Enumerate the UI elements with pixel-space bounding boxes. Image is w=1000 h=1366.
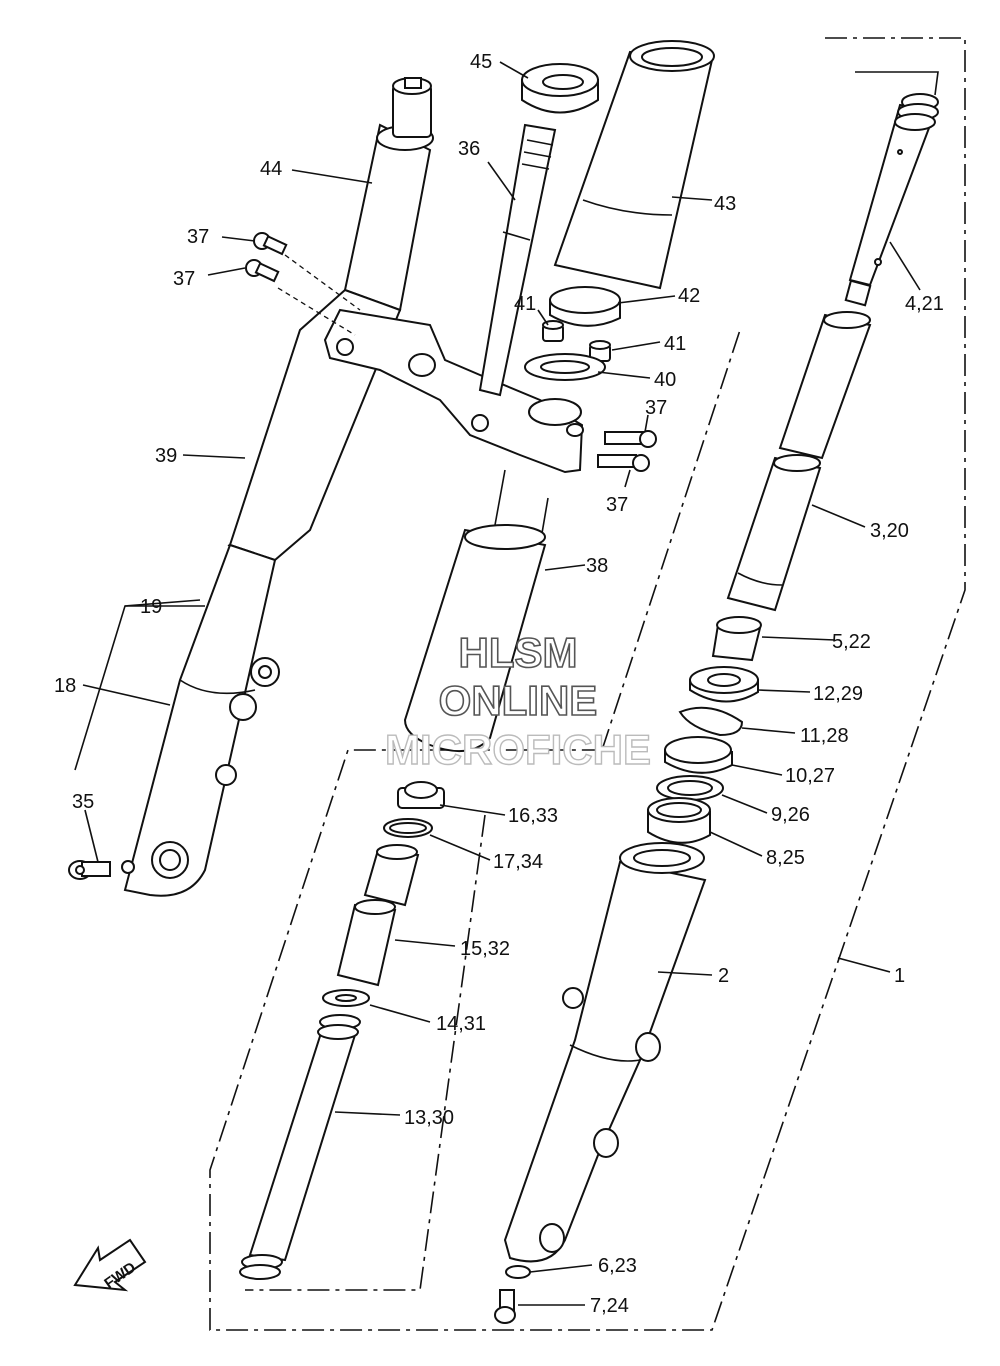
callout-17-34: 17,34: [493, 851, 543, 873]
callout-44: 44: [260, 158, 282, 180]
part-18-outer-tube: [121, 543, 280, 897]
part-12-oil-seal: [689, 666, 759, 703]
watermark-line2: ONLINE: [439, 677, 598, 724]
part-36-steering-stem: [478, 123, 557, 397]
callout-19: 19: [140, 596, 162, 618]
leader-lines: [74, 61, 939, 1306]
callout-37b: 37: [173, 268, 195, 290]
part-7-bolt: [494, 1289, 516, 1324]
part-3-spring-tube-lower: [726, 454, 822, 612]
callout-1: 1: [894, 965, 905, 987]
callout-7-24: 7,24: [590, 1295, 629, 1317]
callout-35: 35: [72, 791, 94, 813]
callout-3-20: 3,20: [870, 520, 909, 542]
part-6-washer: [505, 1265, 531, 1279]
callout-5-22: 5,22: [832, 631, 871, 653]
part-37-bolt-lower-1: [604, 430, 657, 448]
callout-42: 42: [678, 285, 700, 307]
part-43-fork-cover: [553, 40, 715, 290]
callout-37c: 37: [645, 397, 667, 419]
callout-14-31: 14,31: [436, 1013, 486, 1035]
part-4-damper-rod: [844, 93, 939, 307]
callout-39: 39: [155, 445, 177, 467]
callout-38: 38: [586, 555, 608, 577]
part-37-bolt-upper-2: [245, 259, 280, 283]
part-17-o-ring: [383, 818, 433, 838]
callout-18: 18: [54, 675, 76, 697]
part-14-washer: [322, 989, 370, 1007]
callout-12-29: 12,29: [813, 683, 863, 705]
callout-11-28: 11,28: [800, 725, 849, 747]
callout-45: 45: [470, 51, 492, 73]
callout-9-26: 9,26: [771, 804, 810, 826]
part-35-bolt: [68, 860, 111, 880]
fwd-direction-arrow: FWD: [73, 1238, 147, 1292]
part-44-fork-cover: [343, 77, 434, 312]
callouts: 45 36 43 44 37 37 42 41 41 40 37 37 4,21…: [54, 51, 944, 1317]
part-37-bolt-lower-2: [597, 454, 650, 472]
part-8-bushing: [647, 797, 711, 844]
callout-37a: 37: [187, 226, 209, 248]
watermark-line3: MICROFICHE: [385, 726, 651, 773]
part-2-outer-tube: [503, 842, 707, 1263]
callout-4-21: 4,21: [905, 293, 944, 315]
callout-41a: 41: [514, 293, 536, 315]
part-42-collar: [549, 286, 621, 327]
callout-2: 2: [718, 965, 729, 987]
part-3-spring-tube-upper: [778, 311, 872, 460]
part-37-bolt-upper-1: [253, 232, 288, 256]
callout-15-32: 15,32: [460, 938, 510, 960]
triple-clamp-bracket: [323, 308, 584, 474]
part-38-stem-tube: [403, 469, 549, 753]
part-10-washer: [664, 736, 733, 774]
part-5-collar: [711, 616, 762, 662]
callout-10-27: 10,27: [785, 765, 835, 787]
part-40-plate: [524, 353, 606, 381]
callout-16-33: 16,33: [508, 805, 558, 827]
callout-41b: 41: [664, 333, 686, 355]
part-45-bearing: [521, 63, 599, 114]
inner-assembly-boundary: [601, 329, 741, 751]
callout-43: 43: [714, 193, 736, 215]
part-16-cap-bolt: [397, 781, 445, 809]
part-11-circlip: [678, 706, 744, 737]
damper-group-boundary: [245, 814, 486, 1291]
callout-37d: 37: [606, 494, 628, 516]
callout-6-23: 6,23: [598, 1255, 637, 1277]
assembly-1-boundary: [209, 37, 966, 1331]
watermark: HLSM ONLINE MICROFICHE: [384, 628, 651, 774]
callout-13-30: 13,30: [404, 1107, 454, 1129]
part-13-fork-spring: [239, 1014, 361, 1280]
part-41-nut-right: [589, 340, 611, 362]
part-15-spacer-lower: [336, 899, 397, 987]
callout-40: 40: [654, 369, 676, 391]
callout-36: 36: [458, 138, 480, 160]
watermark-line1: HLSM: [459, 629, 578, 676]
part-41-nut-left: [542, 320, 564, 342]
callout-8-25: 8,25: [766, 847, 805, 869]
part-15-spacer-upper: [363, 844, 420, 907]
part-9-seal: [656, 775, 724, 801]
